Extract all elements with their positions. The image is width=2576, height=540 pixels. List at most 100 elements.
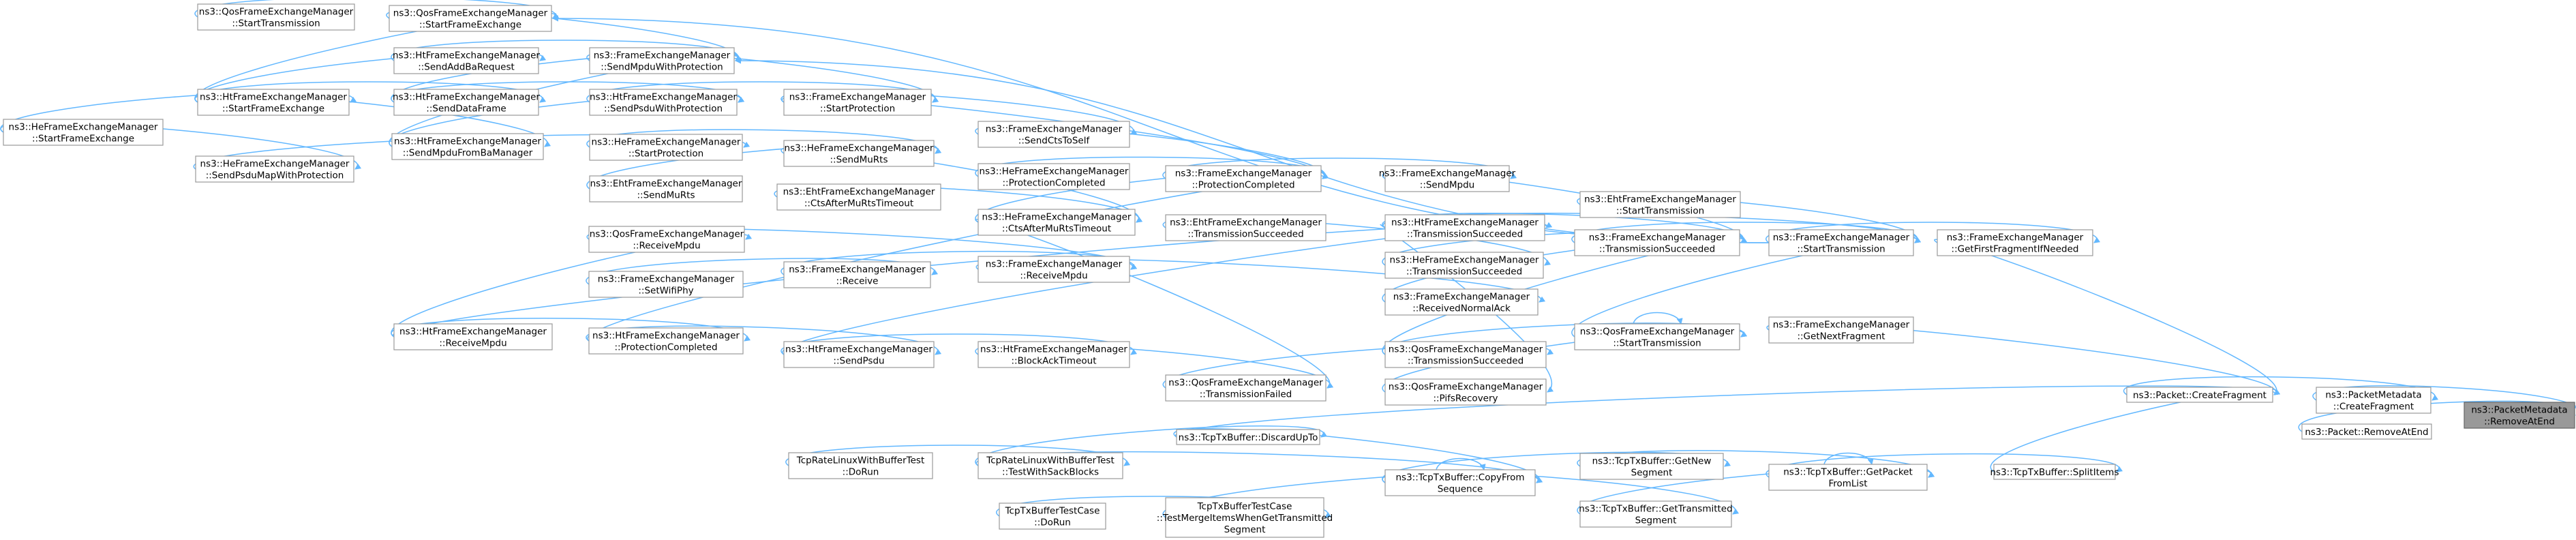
function-node[interactable]: ns3::QosFrameExchangeManager::StartFrame… xyxy=(389,5,552,32)
function-node[interactable]: ns3::FrameExchangeManager::GetFirstFragm… xyxy=(1937,229,2093,256)
node-label: ns3::HeFrameExchangeManager xyxy=(1390,255,1539,266)
function-node[interactable]: ns3::HtFrameExchangeManager::SendPsduWit… xyxy=(589,89,738,116)
node-box xyxy=(783,261,931,288)
function-node[interactable]: ns3::HeFrameExchangeManager::CtsAfterMuR… xyxy=(978,209,1136,236)
node-box xyxy=(1384,469,1536,496)
node-label: ::PifsRecovery xyxy=(1433,393,1498,404)
function-node[interactable]: TcpRateLinuxWithBufferTest::DoRun xyxy=(788,452,933,479)
node-label: ns3::HeFrameExchangeManager xyxy=(980,166,1129,177)
node-label: ns3::HeFrameExchangeManager xyxy=(982,212,1132,223)
function-node[interactable]: ns3::HtFrameExchangeManager::ProtectionC… xyxy=(588,327,744,355)
node-label: ns3::FrameExchangeManager xyxy=(1589,232,1726,243)
node-box xyxy=(1937,229,2093,256)
node-box xyxy=(197,3,355,31)
function-node[interactable]: ns3::FrameExchangeManager::SendMpdu xyxy=(1379,165,1516,192)
node-label: ::ReceiveMpdu xyxy=(1020,271,1087,282)
node-label: ns3::QosFrameExchangeManager xyxy=(1168,378,1323,389)
function-node[interactable]: ns3::HtFrameExchangeManager::Transmissio… xyxy=(1384,214,1545,241)
function-node[interactable]: TcpRateLinuxWithBufferTest::TestWithSack… xyxy=(978,452,1123,479)
function-node[interactable]: ns3::QosFrameExchangeManager::Transmissi… xyxy=(1165,374,1327,402)
function-node[interactable]: ns3::EhtFrameExchangeManager::Transmissi… xyxy=(1165,214,1327,241)
node-label: ::SendMuRts xyxy=(637,190,695,201)
node-label: ns3::HtFrameExchangeManager xyxy=(200,92,347,103)
node-label: ns3::FrameExchangeManager xyxy=(1379,168,1516,179)
node-label: ::StartFrameExchange xyxy=(32,134,134,145)
function-node[interactable]: ns3::Packet::RemoveAtEnd xyxy=(2301,423,2432,440)
node-label: ns3::Packet::CreateFragment xyxy=(2133,390,2267,401)
current-function-node[interactable]: ns3::PacketMetadata::RemoveAtEnd xyxy=(2464,402,2575,429)
function-node[interactable]: ns3::FrameExchangeManager::TransmissionS… xyxy=(1574,229,1740,256)
node-label: ::ProtectionCompleted xyxy=(614,342,717,353)
call-edge xyxy=(1934,239,2281,395)
function-node[interactable]: ns3::HtFrameExchangeManager::SendMpduFro… xyxy=(391,133,544,160)
function-node[interactable]: ns3::HtFrameExchangeManager::SendAddBaRe… xyxy=(393,47,540,74)
function-node[interactable]: ns3::QosFrameExchangeManager::StartTrans… xyxy=(197,3,355,31)
function-node[interactable]: ns3::PacketMetadata::CreateFragment xyxy=(2316,387,2431,414)
node-box xyxy=(197,89,350,116)
function-node[interactable]: ns3::TcpTxBuffer::SplitItems xyxy=(1990,464,2119,480)
node-box xyxy=(589,89,738,116)
node-box xyxy=(1579,500,1732,528)
function-node[interactable]: ns3::FrameExchangeManager::ProtectionCom… xyxy=(1165,165,1322,192)
function-node[interactable]: ns3::HeFrameExchangeManager::SendPsduMap… xyxy=(195,155,354,183)
node-box xyxy=(1574,229,1740,256)
node-box xyxy=(1579,453,1724,480)
function-node[interactable]: ns3::FrameExchangeManager::ReceivedNorma… xyxy=(1384,288,1539,316)
node-label: ns3::HtFrameExchangeManager xyxy=(592,331,740,342)
function-node[interactable]: ns3::FrameExchangeManager::StartTransmis… xyxy=(1768,229,1914,256)
function-node[interactable]: ns3::HtFrameExchangeManager::StartFrameE… xyxy=(197,89,350,116)
node-label: ::StartTransmission xyxy=(232,18,320,29)
node-label: ::SendPsduMapWithProtection xyxy=(206,170,344,181)
function-node[interactable]: ns3::QosFrameExchangeManager::PifsRecove… xyxy=(1384,378,1547,406)
function-node[interactable]: ns3::EhtFrameExchangeManager::SendMuRts xyxy=(589,175,743,202)
function-node[interactable]: ns3::TcpTxBuffer::DiscardUpTo xyxy=(1176,429,1320,445)
node-box xyxy=(391,133,544,160)
function-node[interactable]: ns3::FrameExchangeManager::ReceiveMpdu xyxy=(978,256,1130,283)
function-node[interactable]: TcpTxBufferTestCase::DoRun xyxy=(999,502,1106,530)
node-label: ns3::HtFrameExchangeManager xyxy=(1391,217,1539,228)
node-label: ::SendDataFrame xyxy=(426,104,506,115)
node-label: TcpRateLinuxWithBufferTest xyxy=(986,455,1114,466)
node-box xyxy=(1384,165,1510,192)
node-box xyxy=(978,341,1130,368)
function-node[interactable]: ns3::FrameExchangeManager::SetWifiPhy xyxy=(588,271,744,298)
node-label: ::TestWithSackBlocks xyxy=(1002,467,1099,478)
node-label: ns3::QosFrameExchangeManager xyxy=(393,8,548,19)
node-label: ::GetFirstFragmentIfNeeded xyxy=(1952,244,2079,255)
function-node[interactable]: ns3::FrameExchangeManager::SendCtsToSelf xyxy=(978,121,1130,148)
function-node[interactable]: ns3::FrameExchangeManager::GetNextFragme… xyxy=(1768,316,1914,344)
node-box xyxy=(1165,214,1327,241)
function-node[interactable]: ns3::EhtFrameExchangeManager::StartTrans… xyxy=(1579,191,1741,218)
function-node[interactable]: ns3::Packet::CreateFragment xyxy=(2126,387,2273,403)
function-node[interactable]: ns3::QosFrameExchangeManager::Transmissi… xyxy=(1384,341,1547,368)
function-node[interactable]: ns3::HeFrameExchangeManager::Transmissio… xyxy=(1384,252,1544,279)
function-node[interactable]: TcpTxBufferTestCase::TestMergeItemsWhenG… xyxy=(1157,497,1333,538)
function-node[interactable]: ns3::HeFrameExchangeManager::SendMuRts xyxy=(783,140,935,167)
node-label: Segment xyxy=(1635,515,1677,526)
function-node[interactable]: ns3::HtFrameExchangeManager::ReceiveMpdu xyxy=(393,323,553,350)
node-label: ::DoRun xyxy=(843,467,879,478)
node-box xyxy=(783,89,932,116)
function-node[interactable]: ns3::FrameExchangeManager::SendMpduWithP… xyxy=(589,47,735,74)
function-node[interactable]: ns3::HtFrameExchangeManager::SendDataFra… xyxy=(393,89,540,116)
function-node[interactable]: ns3::FrameExchangeManager::StartProtecti… xyxy=(783,89,932,116)
node-label: ns3::FrameExchangeManager xyxy=(1393,292,1530,303)
node-label: ns3::PacketMetadata xyxy=(2325,390,2421,401)
node-label: ::SendPsdu xyxy=(833,356,884,367)
node-label: FromList xyxy=(1828,479,1867,490)
function-node[interactable]: ns3::HeFrameExchangeManager::ProtectionC… xyxy=(978,163,1130,190)
function-node[interactable]: ns3::HeFrameExchangeManager::StartFrameE… xyxy=(3,119,164,146)
node-box xyxy=(588,271,744,298)
node-box xyxy=(2316,387,2431,414)
function-node[interactable]: ns3::HtFrameExchangeManager::BlockAckTim… xyxy=(978,341,1130,368)
function-node[interactable]: ns3::QosFrameExchangeManager::StartTrans… xyxy=(1574,323,1740,350)
function-node[interactable]: ns3::EhtFrameExchangeManager::CtsAfterMu… xyxy=(776,183,941,211)
function-node[interactable]: ns3::HtFrameExchangeManager::SendPsdu xyxy=(783,341,935,368)
function-node[interactable]: ns3::QosFrameExchangeManager::ReceiveMpd… xyxy=(588,226,745,253)
function-node[interactable]: ns3::HeFrameExchangeManager::StartProtec… xyxy=(589,134,743,161)
function-node[interactable]: ns3::FrameExchangeManager::Receive xyxy=(783,261,931,288)
